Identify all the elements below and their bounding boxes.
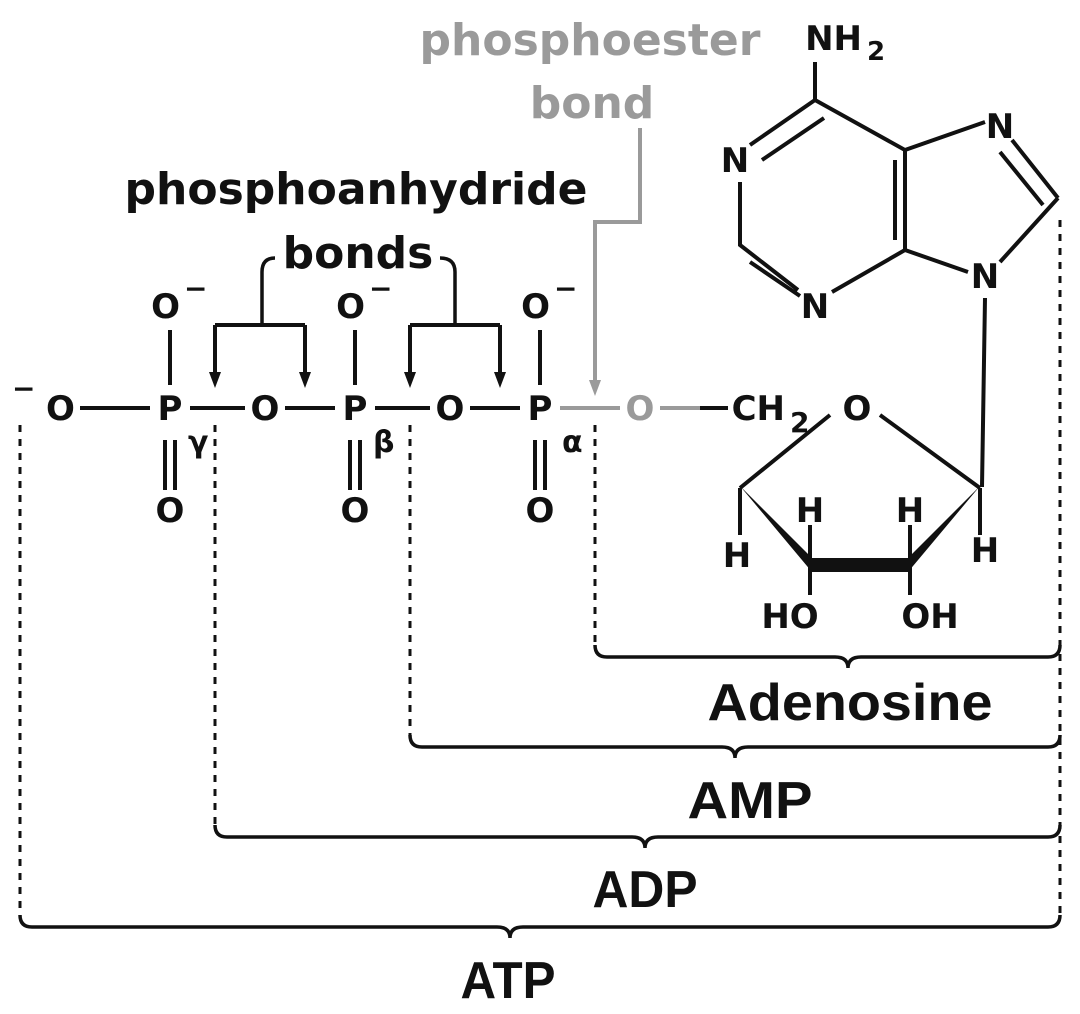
triphosphate: − O P O P O P O CH 2 O− O− O− O O O γ β … xyxy=(12,272,809,531)
phosphoanhydride-label-bonds: bonds xyxy=(283,228,434,279)
gamma-label: γ xyxy=(188,425,208,460)
svg-text:H: H xyxy=(796,491,824,531)
svg-text:P: P xyxy=(158,389,183,429)
svg-text:N: N xyxy=(971,257,999,297)
atp-label: ATP xyxy=(461,952,556,1010)
svg-text:−: − xyxy=(369,272,392,305)
svg-text:−: − xyxy=(184,272,207,305)
svg-text:H: H xyxy=(723,536,751,576)
left-o: O xyxy=(46,389,75,429)
svg-text:N: N xyxy=(986,107,1014,147)
svg-text:P: P xyxy=(343,389,368,429)
svg-text:O: O xyxy=(251,389,280,429)
phosphoester-arrow xyxy=(589,128,642,396)
svg-text:O: O xyxy=(626,389,655,429)
adp-label: ADP xyxy=(593,861,698,919)
adenine: NH 2 N N N N xyxy=(721,19,1060,327)
phosphoanhydride-label: phosphoanhydride xyxy=(125,164,588,215)
svg-text:N: N xyxy=(721,141,749,181)
svg-text:O: O xyxy=(341,491,370,531)
adenosine-label: Adenosine xyxy=(708,674,993,732)
svg-text:CH: CH xyxy=(732,389,785,429)
ribose: O H H H H HO OH xyxy=(723,297,999,637)
svg-text:NH: NH xyxy=(805,19,862,59)
svg-text:O: O xyxy=(156,491,185,531)
svg-text:2: 2 xyxy=(790,406,809,439)
phosphoester-label: phosphoester xyxy=(420,15,761,66)
beta-label: β xyxy=(373,425,394,460)
amp-label: AMP xyxy=(688,772,813,830)
svg-text:P: P xyxy=(528,389,553,429)
left-minus: − xyxy=(12,372,35,405)
alpha-label: α xyxy=(562,425,583,460)
svg-text:O: O xyxy=(526,491,555,531)
svg-text:OH: OH xyxy=(901,597,958,637)
svg-text:O: O xyxy=(436,389,465,429)
phosphoanhydride-arrows xyxy=(209,256,506,388)
phosphoester-label-bond: bond xyxy=(530,78,655,129)
svg-text:H: H xyxy=(971,531,999,571)
svg-text:O: O xyxy=(521,287,550,327)
svg-text:−: − xyxy=(554,272,577,305)
svg-text:2: 2 xyxy=(867,37,885,67)
group-brackets: Adenosine AMP ADP ATP xyxy=(18,220,1062,1010)
svg-text:HO: HO xyxy=(761,597,818,637)
svg-text:N: N xyxy=(801,287,829,327)
svg-text:O: O xyxy=(151,287,180,327)
svg-text:O: O xyxy=(843,389,872,429)
svg-text:O: O xyxy=(336,287,365,327)
svg-text:H: H xyxy=(896,491,924,531)
